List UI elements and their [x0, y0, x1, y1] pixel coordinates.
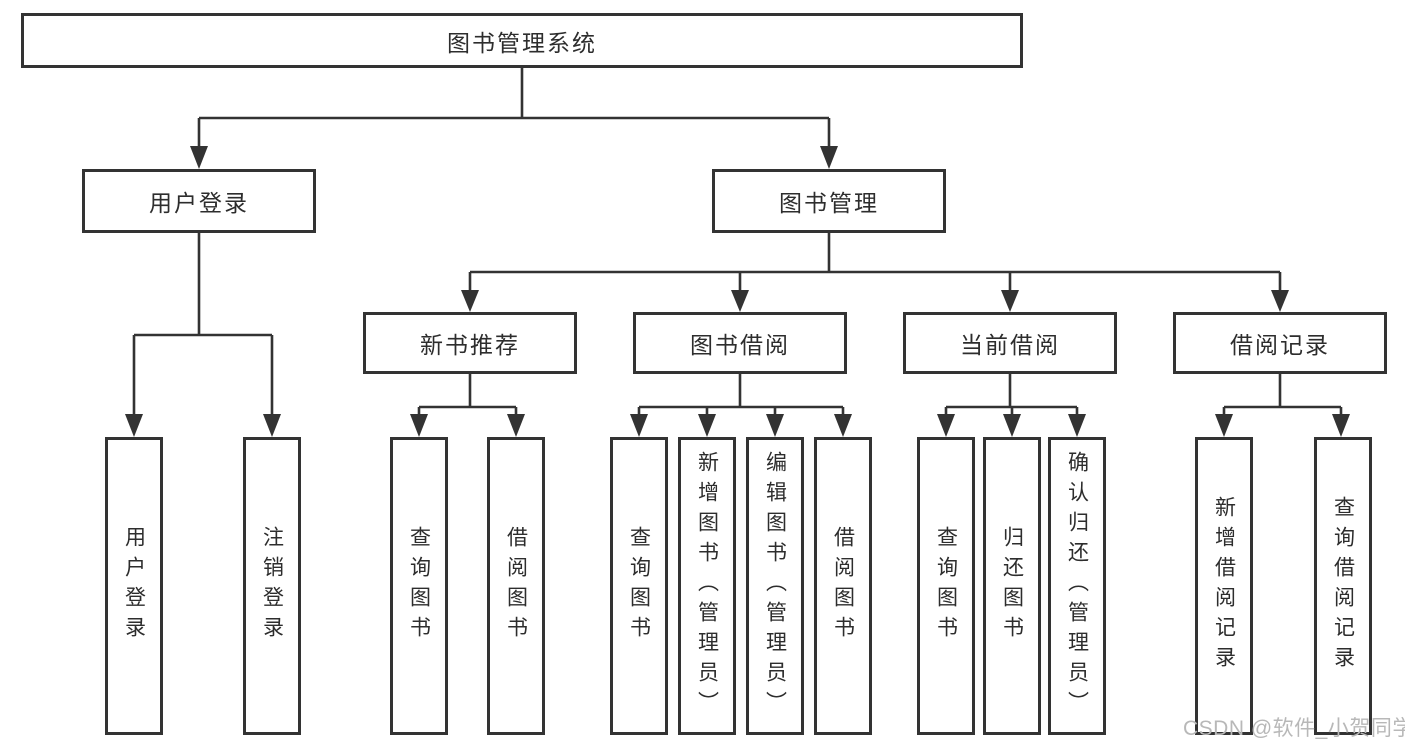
watermark: CSDN @软件_小贺同学 [1183, 717, 1405, 740]
leaf-query-borrow-record: 查询借阅记录 [1314, 437, 1372, 735]
leaf-label: 借阅图书 [504, 526, 528, 646]
leaf-label: 编辑图书（管理员） [763, 451, 787, 721]
leaf-label: 用户登录 [122, 526, 146, 646]
node-book-management: 图书管理 [712, 169, 946, 233]
leaf-label: 查询图书 [934, 526, 958, 646]
leaf-user-login: 用户登录 [105, 437, 163, 735]
leaf-label: 归还图书 [1000, 526, 1024, 646]
leaf-label: 新增借阅记录 [1212, 496, 1236, 676]
node-library-management-system: 图书管理系统 [21, 13, 1023, 68]
leaf-edit-books-admin: 编辑图书（管理员） [746, 437, 804, 735]
connector-book-mgmt-to-level3 [461, 233, 1289, 312]
leaf-label: 注销登录 [260, 526, 284, 646]
connector-book-borrow-to-leaves [630, 374, 852, 437]
leaf-label: 查询借阅记录 [1331, 496, 1355, 676]
leaf-rec-borrow-books: 借阅图书 [487, 437, 545, 735]
leaf-confirm-return-admin: 确认归还（管理员） [1048, 437, 1106, 735]
leaf-add-borrow-record: 新增借阅记录 [1195, 437, 1253, 735]
node-user-login: 用户登录 [82, 169, 316, 233]
connector-user-login-to-leaves [125, 233, 281, 437]
connector-current-borrow-to-leaves [937, 374, 1086, 437]
leaf-label: 借阅图书 [831, 526, 855, 646]
leaf-rec-query-books: 查询图书 [390, 437, 448, 735]
leaf-logout: 注销登录 [243, 437, 301, 735]
node-borrow-record: 借阅记录 [1173, 312, 1387, 374]
leaf-borrow-books: 借阅图书 [814, 437, 872, 735]
node-new-book-recommend: 新书推荐 [363, 312, 577, 374]
leaf-label: 查询图书 [407, 526, 431, 646]
node-book-borrow: 图书借阅 [633, 312, 847, 374]
leaf-add-books-admin: 新增图书（管理员） [678, 437, 736, 735]
connector-new-book-rec-to-leaves [410, 374, 525, 437]
connector-borrow-record-to-leaves [1215, 374, 1350, 437]
leaf-current-query-books: 查询图书 [917, 437, 975, 735]
leaf-label: 确认归还（管理员） [1065, 451, 1089, 721]
leaf-borrow-query-books: 查询图书 [610, 437, 668, 735]
node-current-borrow: 当前借阅 [903, 312, 1117, 374]
connector-root-to-level2 [190, 68, 838, 169]
leaf-label: 查询图书 [627, 526, 651, 646]
leaf-return-books: 归还图书 [983, 437, 1041, 735]
leaf-label: 新增图书（管理员） [695, 451, 719, 721]
